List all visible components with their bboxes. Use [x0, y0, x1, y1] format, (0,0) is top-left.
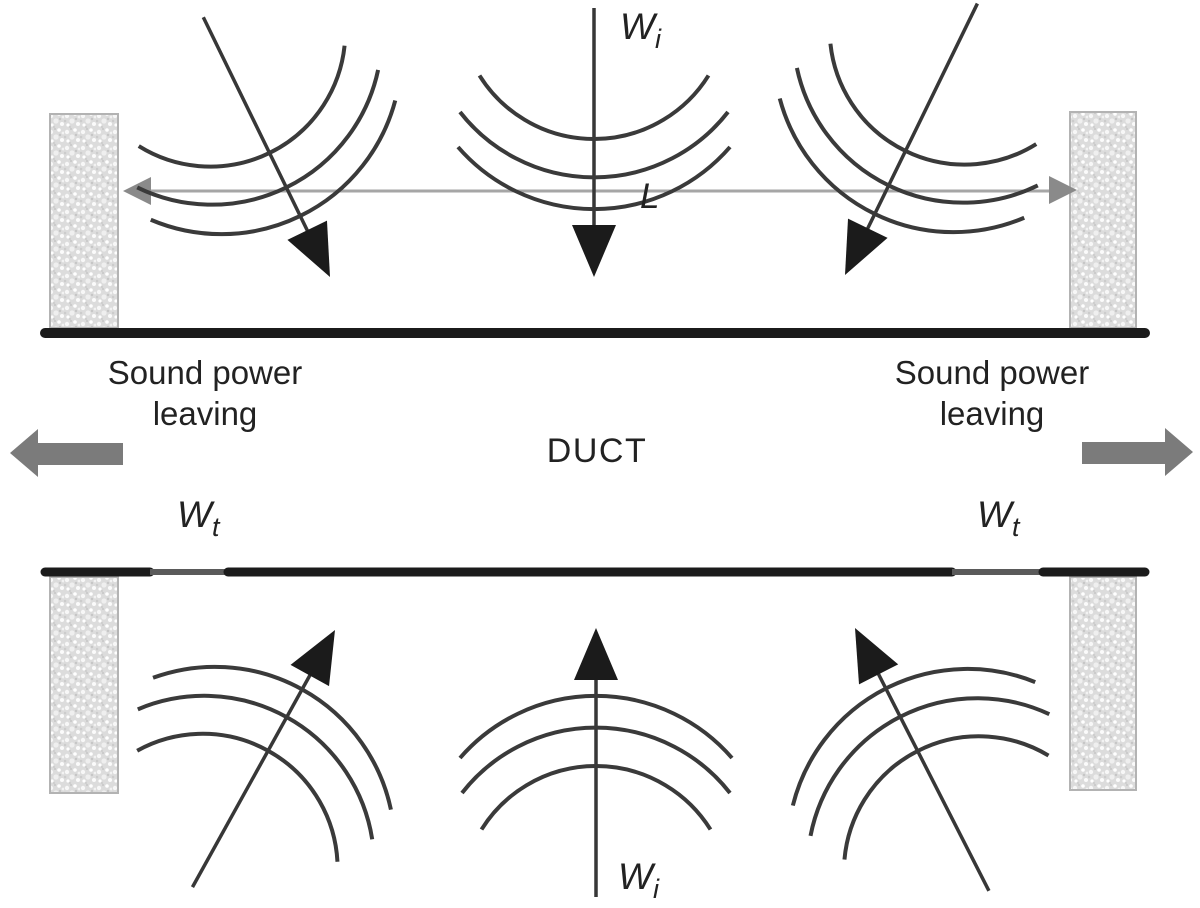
wavefront-arc: [842, 734, 1050, 860]
wavefront-arc: [458, 693, 734, 760]
label-duct: DUCT: [547, 432, 647, 470]
wavefront-arc: [777, 98, 1026, 235]
incident-arrowhead-icon: [574, 628, 618, 680]
wavefront-arc: [794, 67, 1039, 205]
wavefront-arc: [137, 693, 375, 840]
label-sound-power-leaving-right-line1: Sound power: [895, 354, 1089, 391]
dimension-arrowhead-right-icon: [1049, 176, 1077, 204]
wavefront-arc: [828, 43, 1038, 167]
incident-wave-group-bottom-center: [458, 628, 734, 897]
dimension-arrowhead-left-icon: [123, 177, 151, 205]
termination-block-top-left: [49, 113, 119, 329]
incident-wave-group-top-left: [136, 16, 398, 277]
incident-ray-line: [190, 641, 330, 888]
transmitted-power-arrow-left-icon: [10, 429, 123, 477]
label-transmitted-power-right: Wt: [977, 494, 1021, 542]
incident-wave-group-top-center: [456, 8, 732, 277]
label-sound-power-leaving-left-line2: leaving: [153, 395, 258, 432]
label-sound-power-leaving-right-line2: leaving: [940, 395, 1045, 432]
label-sound-power-leaving-left-line1: Sound power: [108, 354, 302, 391]
transmitted-power-arrow-right-icon: [1082, 428, 1193, 476]
incident-ray-line: [859, 639, 991, 892]
incident-wave-group-bottom-right: [790, 628, 1051, 892]
wavefront-arc: [808, 696, 1051, 837]
label-duct-length: L: [640, 177, 659, 216]
wavefront-arc: [136, 731, 340, 862]
wavefront-arc: [479, 764, 713, 831]
label-transmitted-power-left: Wt: [177, 494, 221, 542]
incident-ray-line: [849, 2, 979, 264]
termination-block-bottom-right: [1069, 576, 1137, 791]
incident-arrowhead-icon: [290, 630, 335, 687]
wavefront-arc: [458, 110, 730, 180]
wavefront-arc: [149, 100, 398, 237]
wavefront-arc: [460, 725, 732, 795]
label-incident-power-top: Wi: [620, 6, 662, 54]
incident-arrowhead-icon: [572, 225, 616, 277]
incident-arrowhead-icon: [845, 218, 888, 275]
incident-ray-line: [201, 16, 326, 266]
wavefront-arc: [790, 666, 1036, 807]
termination-block-bottom-left: [49, 576, 119, 794]
label-incident-power-bottom: Wi: [618, 856, 660, 904]
incident-arrowhead-icon: [287, 220, 330, 277]
wavefront-arc: [477, 74, 711, 141]
wavefront-arc: [152, 664, 393, 811]
incident-wave-group-top-right: [777, 2, 1039, 275]
incident-wave-group-bottom-left: [136, 630, 393, 888]
wavefront-arc: [137, 45, 347, 169]
wavefront-arc: [136, 69, 381, 207]
wavefront-arc: [456, 145, 732, 212]
termination-block-top-right: [1069, 111, 1137, 329]
incident-arrowhead-icon: [855, 628, 899, 685]
